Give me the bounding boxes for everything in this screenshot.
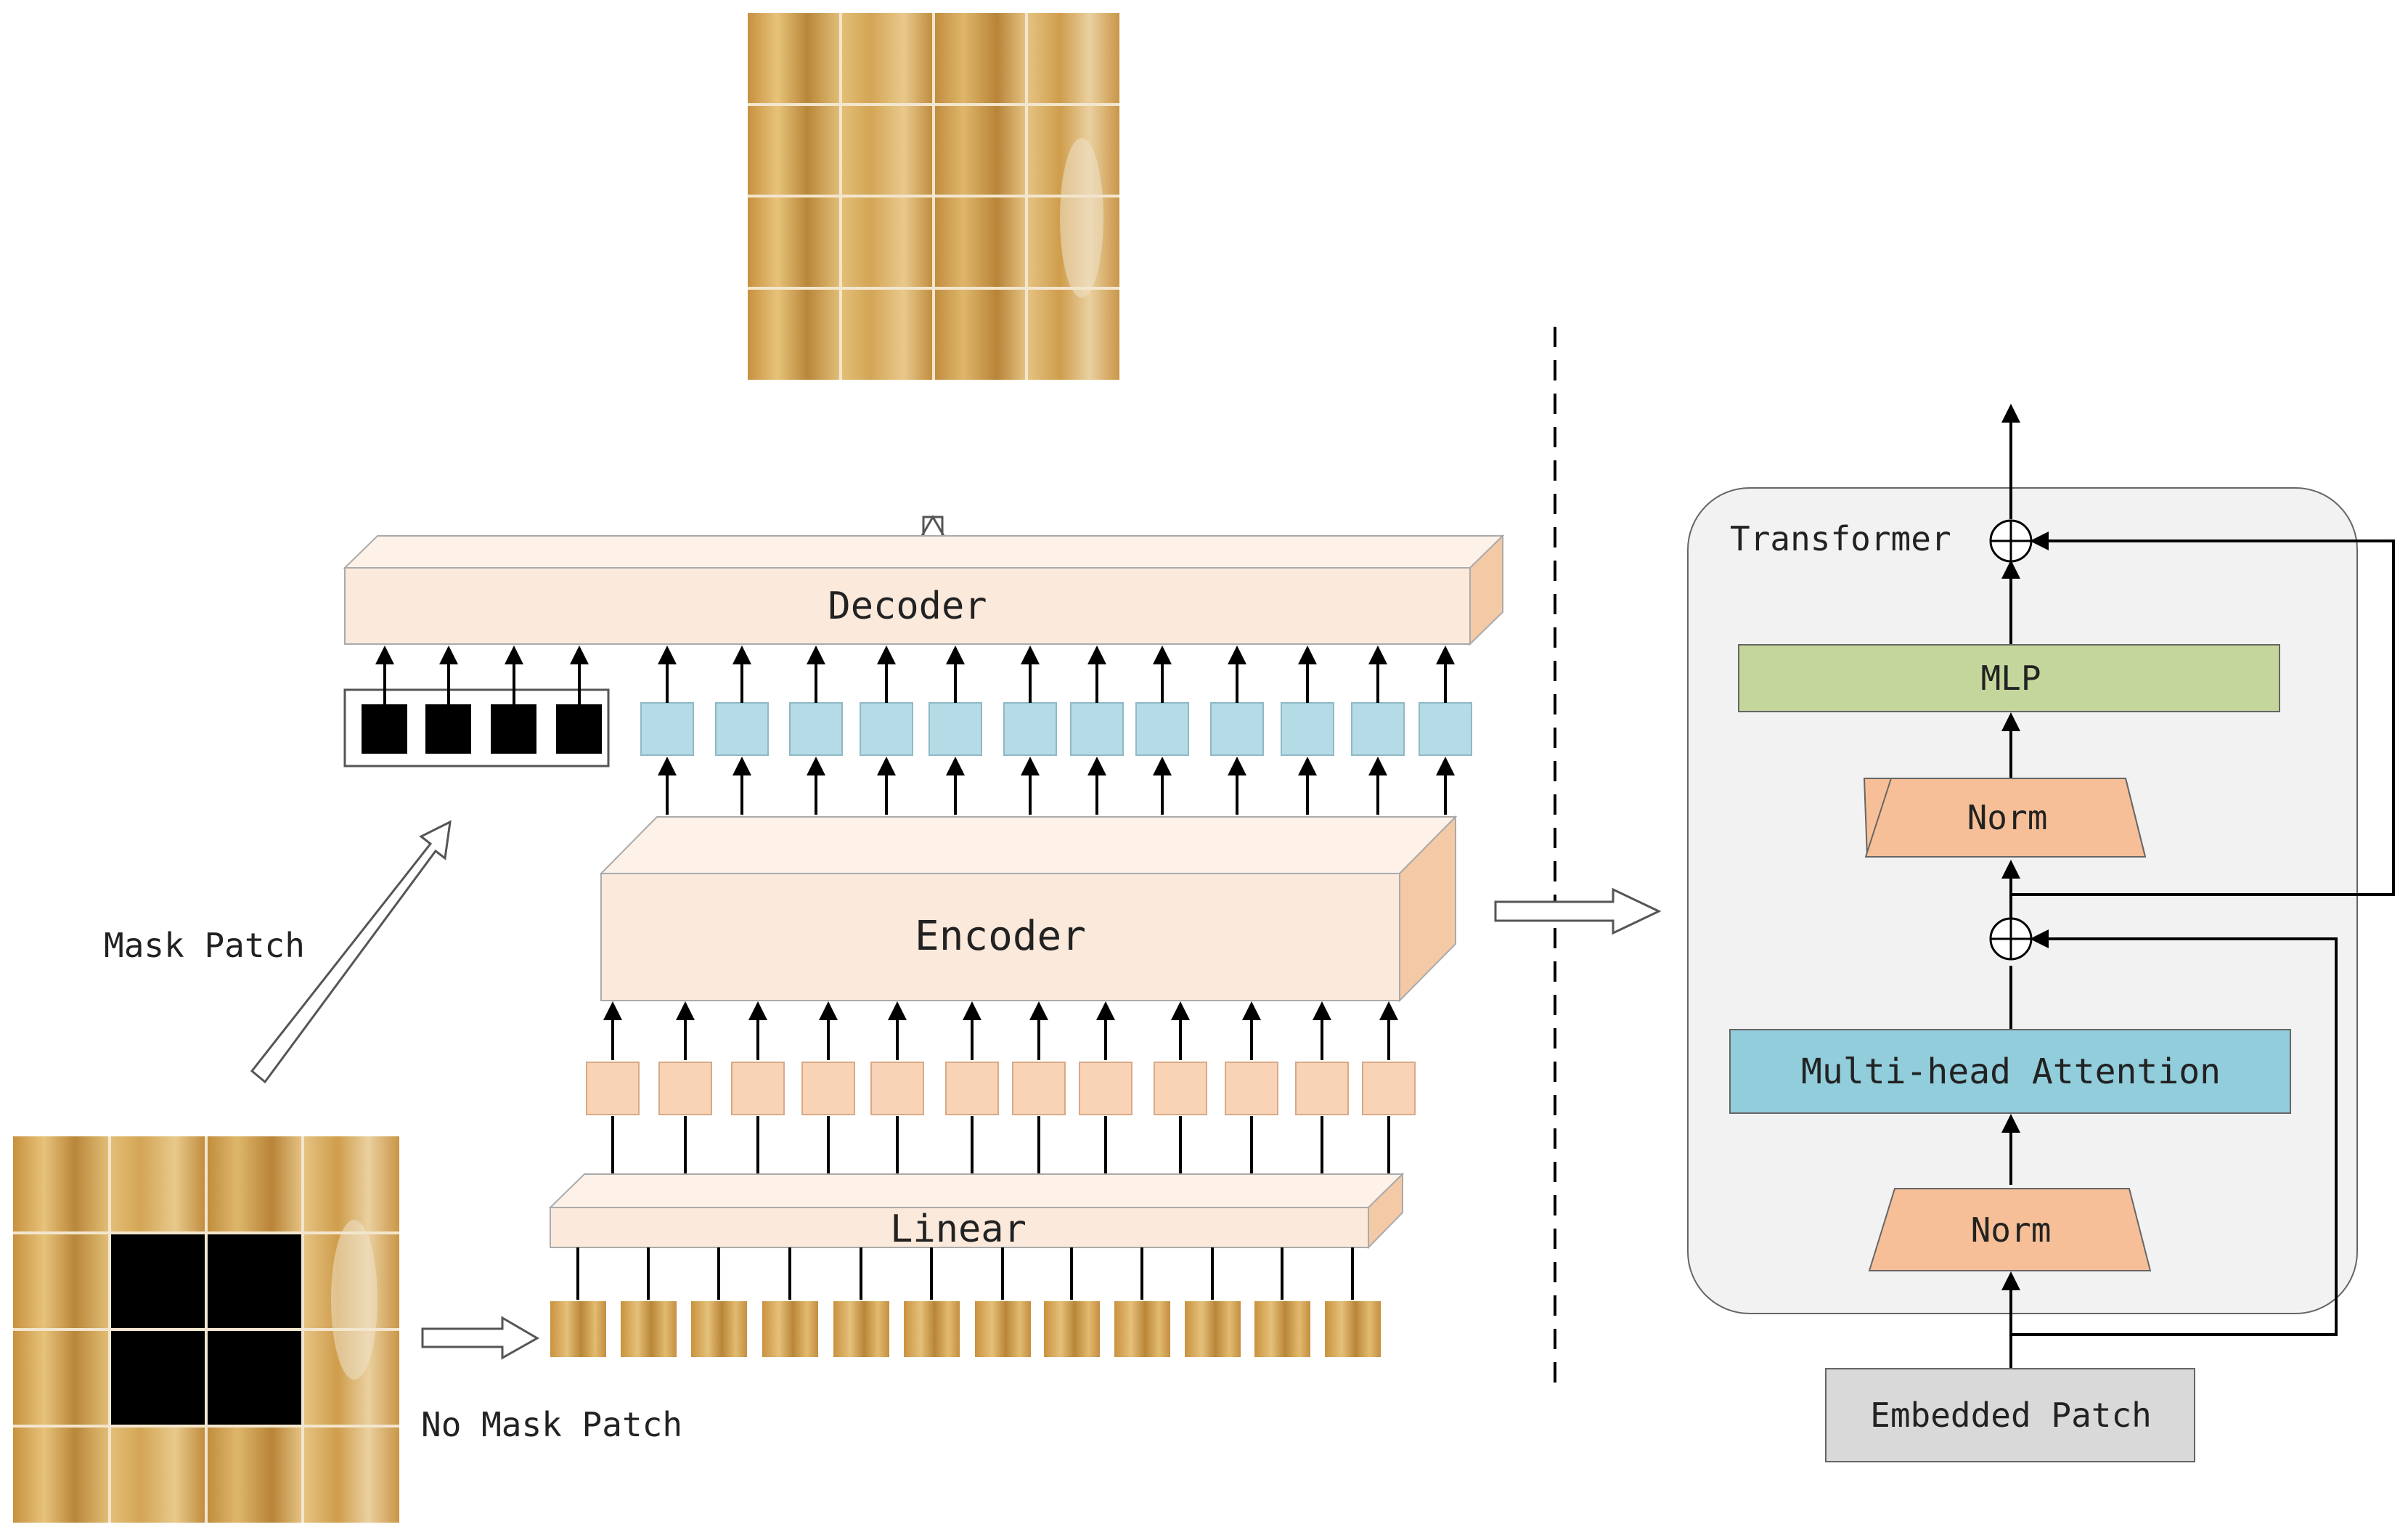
encoder-token xyxy=(801,1062,855,1115)
encoder-token xyxy=(870,1062,924,1115)
mlp-block: MLP xyxy=(1738,644,2280,712)
encoder-token xyxy=(1225,1062,1278,1115)
input-patch xyxy=(1185,1301,1241,1357)
no-mask-patch-label: No Mask Patch xyxy=(421,1405,682,1444)
input-patch xyxy=(975,1301,1031,1357)
mask-token-group xyxy=(343,688,610,767)
mask-patch-label: Mask Patch xyxy=(104,926,305,965)
masked-patch xyxy=(110,1329,206,1426)
norm-block-top: Norm xyxy=(1863,778,2147,858)
attention-label: Multi-head Attention xyxy=(1801,1051,2221,1092)
norm-top-label: Norm xyxy=(1967,798,2048,837)
reconstructed-image xyxy=(748,13,1119,380)
decoder-token xyxy=(860,702,913,756)
decoder-token xyxy=(1210,702,1264,756)
linear-block: Linear xyxy=(548,1172,1405,1251)
encoder-token xyxy=(658,1062,712,1115)
decoder-label: Decoder xyxy=(828,585,987,628)
input-patch xyxy=(691,1301,747,1357)
input-patch xyxy=(1325,1301,1381,1357)
decoder-token xyxy=(1419,702,1472,756)
embedded-patch-label: Embedded Patch xyxy=(1870,1396,2152,1435)
encoder-token xyxy=(1154,1062,1207,1115)
input-patch xyxy=(550,1301,606,1357)
mask-patch-flow-arrow xyxy=(250,820,452,1084)
masked-patch xyxy=(206,1233,303,1329)
decoder-token xyxy=(1070,702,1124,756)
encoder-token xyxy=(1362,1062,1416,1115)
decoder-token xyxy=(715,702,769,756)
decoder-token xyxy=(640,702,694,756)
input-patch xyxy=(762,1301,818,1357)
decoder-block: Decoder xyxy=(343,534,1505,646)
patch-flow-arrow xyxy=(421,1316,540,1360)
decoder-token xyxy=(1135,702,1189,756)
encoder-token xyxy=(731,1062,785,1115)
encoder-token xyxy=(1295,1062,1349,1115)
transformer-label: Transformer xyxy=(1730,519,1951,558)
norm-block-bottom: Norm xyxy=(1868,1188,2152,1271)
masked-input-image xyxy=(13,1136,399,1523)
norm-bottom-label: Norm xyxy=(1971,1210,2052,1250)
input-patch xyxy=(1044,1301,1100,1357)
decoder-token xyxy=(1281,702,1334,756)
masked-patch xyxy=(110,1233,206,1329)
masked-patch xyxy=(206,1329,303,1426)
mask-token xyxy=(362,704,407,754)
input-patch xyxy=(833,1301,889,1357)
decoder-token xyxy=(1003,702,1057,756)
input-patch xyxy=(904,1301,960,1357)
encoder-block: Encoder xyxy=(599,815,1458,1003)
embedded-patch-block: Embedded Patch xyxy=(1825,1368,2195,1462)
decoder-token xyxy=(928,702,982,756)
linear-label: Linear xyxy=(890,1208,1027,1251)
encoder-label: Encoder xyxy=(915,913,1086,960)
encoder-token xyxy=(1079,1062,1132,1115)
encoder-token xyxy=(586,1062,640,1115)
add-icon xyxy=(1989,917,2033,961)
mask-token xyxy=(491,704,536,754)
mask-token xyxy=(556,704,602,754)
mask-token xyxy=(425,704,471,754)
input-patch xyxy=(1254,1301,1310,1357)
encoder-token xyxy=(945,1062,999,1115)
input-patch xyxy=(1114,1301,1170,1357)
encoder-to-transformer-arrow xyxy=(1494,887,1662,935)
decoder-token xyxy=(789,702,843,756)
decoder-token xyxy=(1351,702,1405,756)
mlp-label: MLP xyxy=(1980,659,2041,698)
add-icon xyxy=(1989,519,2033,563)
input-patch xyxy=(621,1301,677,1357)
encoder-token xyxy=(1012,1062,1066,1115)
attention-block: Multi-head Attention xyxy=(1729,1029,2291,1114)
